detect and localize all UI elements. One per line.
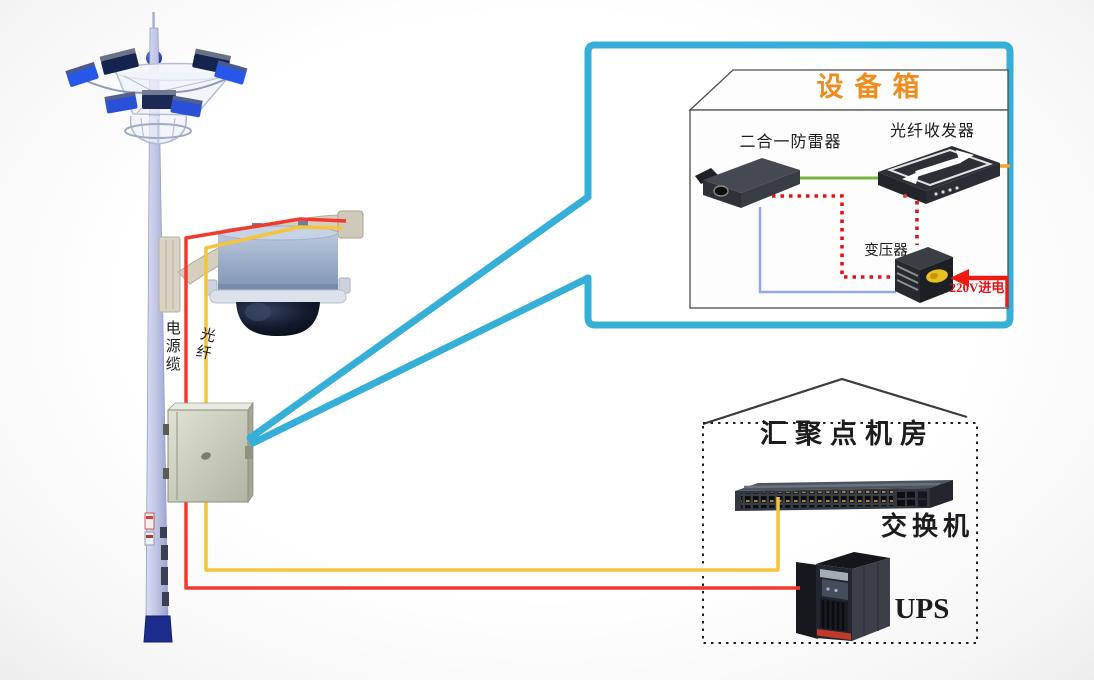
fiber-transceiver-device [878, 146, 1000, 204]
light-pole [65, 11, 248, 643]
dc-line [758, 207, 896, 294]
floodlight-crown [65, 48, 248, 145]
pole-base [143, 615, 173, 643]
pole-cabinet [163, 401, 254, 504]
floodlight-panel [99, 48, 139, 75]
machine-room-border [702, 422, 978, 644]
switch-label: 交换机 [880, 512, 974, 541]
lightning-protector-device [695, 158, 800, 208]
machine-room-roof [702, 377, 968, 426]
callout-balloon [246, 41, 1014, 447]
transformer-label: 变压器 [864, 243, 908, 259]
machine-room-title: 汇聚点机房 [760, 419, 935, 449]
machine-room [702, 377, 978, 644]
fiber-transceiver-label: 光纤收发器 [889, 123, 975, 140]
floodlight-panel [104, 91, 138, 114]
power-cable-label: 电源缆 [163, 320, 180, 374]
transformer-device [895, 247, 953, 303]
pole-stickers [144, 512, 169, 606]
ups-label: UPS [894, 593, 950, 625]
dome-camera-assembly [158, 210, 364, 336]
lightning-protector-label: 二合一防雷器 [739, 134, 842, 151]
floodlight-panel [142, 90, 176, 109]
mains-220v-label: 220V进电 [949, 280, 1005, 295]
floodlight-panel [65, 61, 99, 87]
floodlight-panel [214, 60, 248, 85]
network-switch [735, 480, 953, 511]
equipment-box-diagram [688, 69, 1010, 309]
mains-feed-arrow [950, 269, 1009, 307]
floodlight-panel [170, 95, 203, 118]
ups-tower [796, 552, 890, 641]
equipment-box-title: 设备箱 [816, 72, 931, 102]
mains-dashed-lines [772, 194, 919, 279]
camera-mount-ring [209, 289, 347, 304]
power-cable [184, 217, 800, 590]
